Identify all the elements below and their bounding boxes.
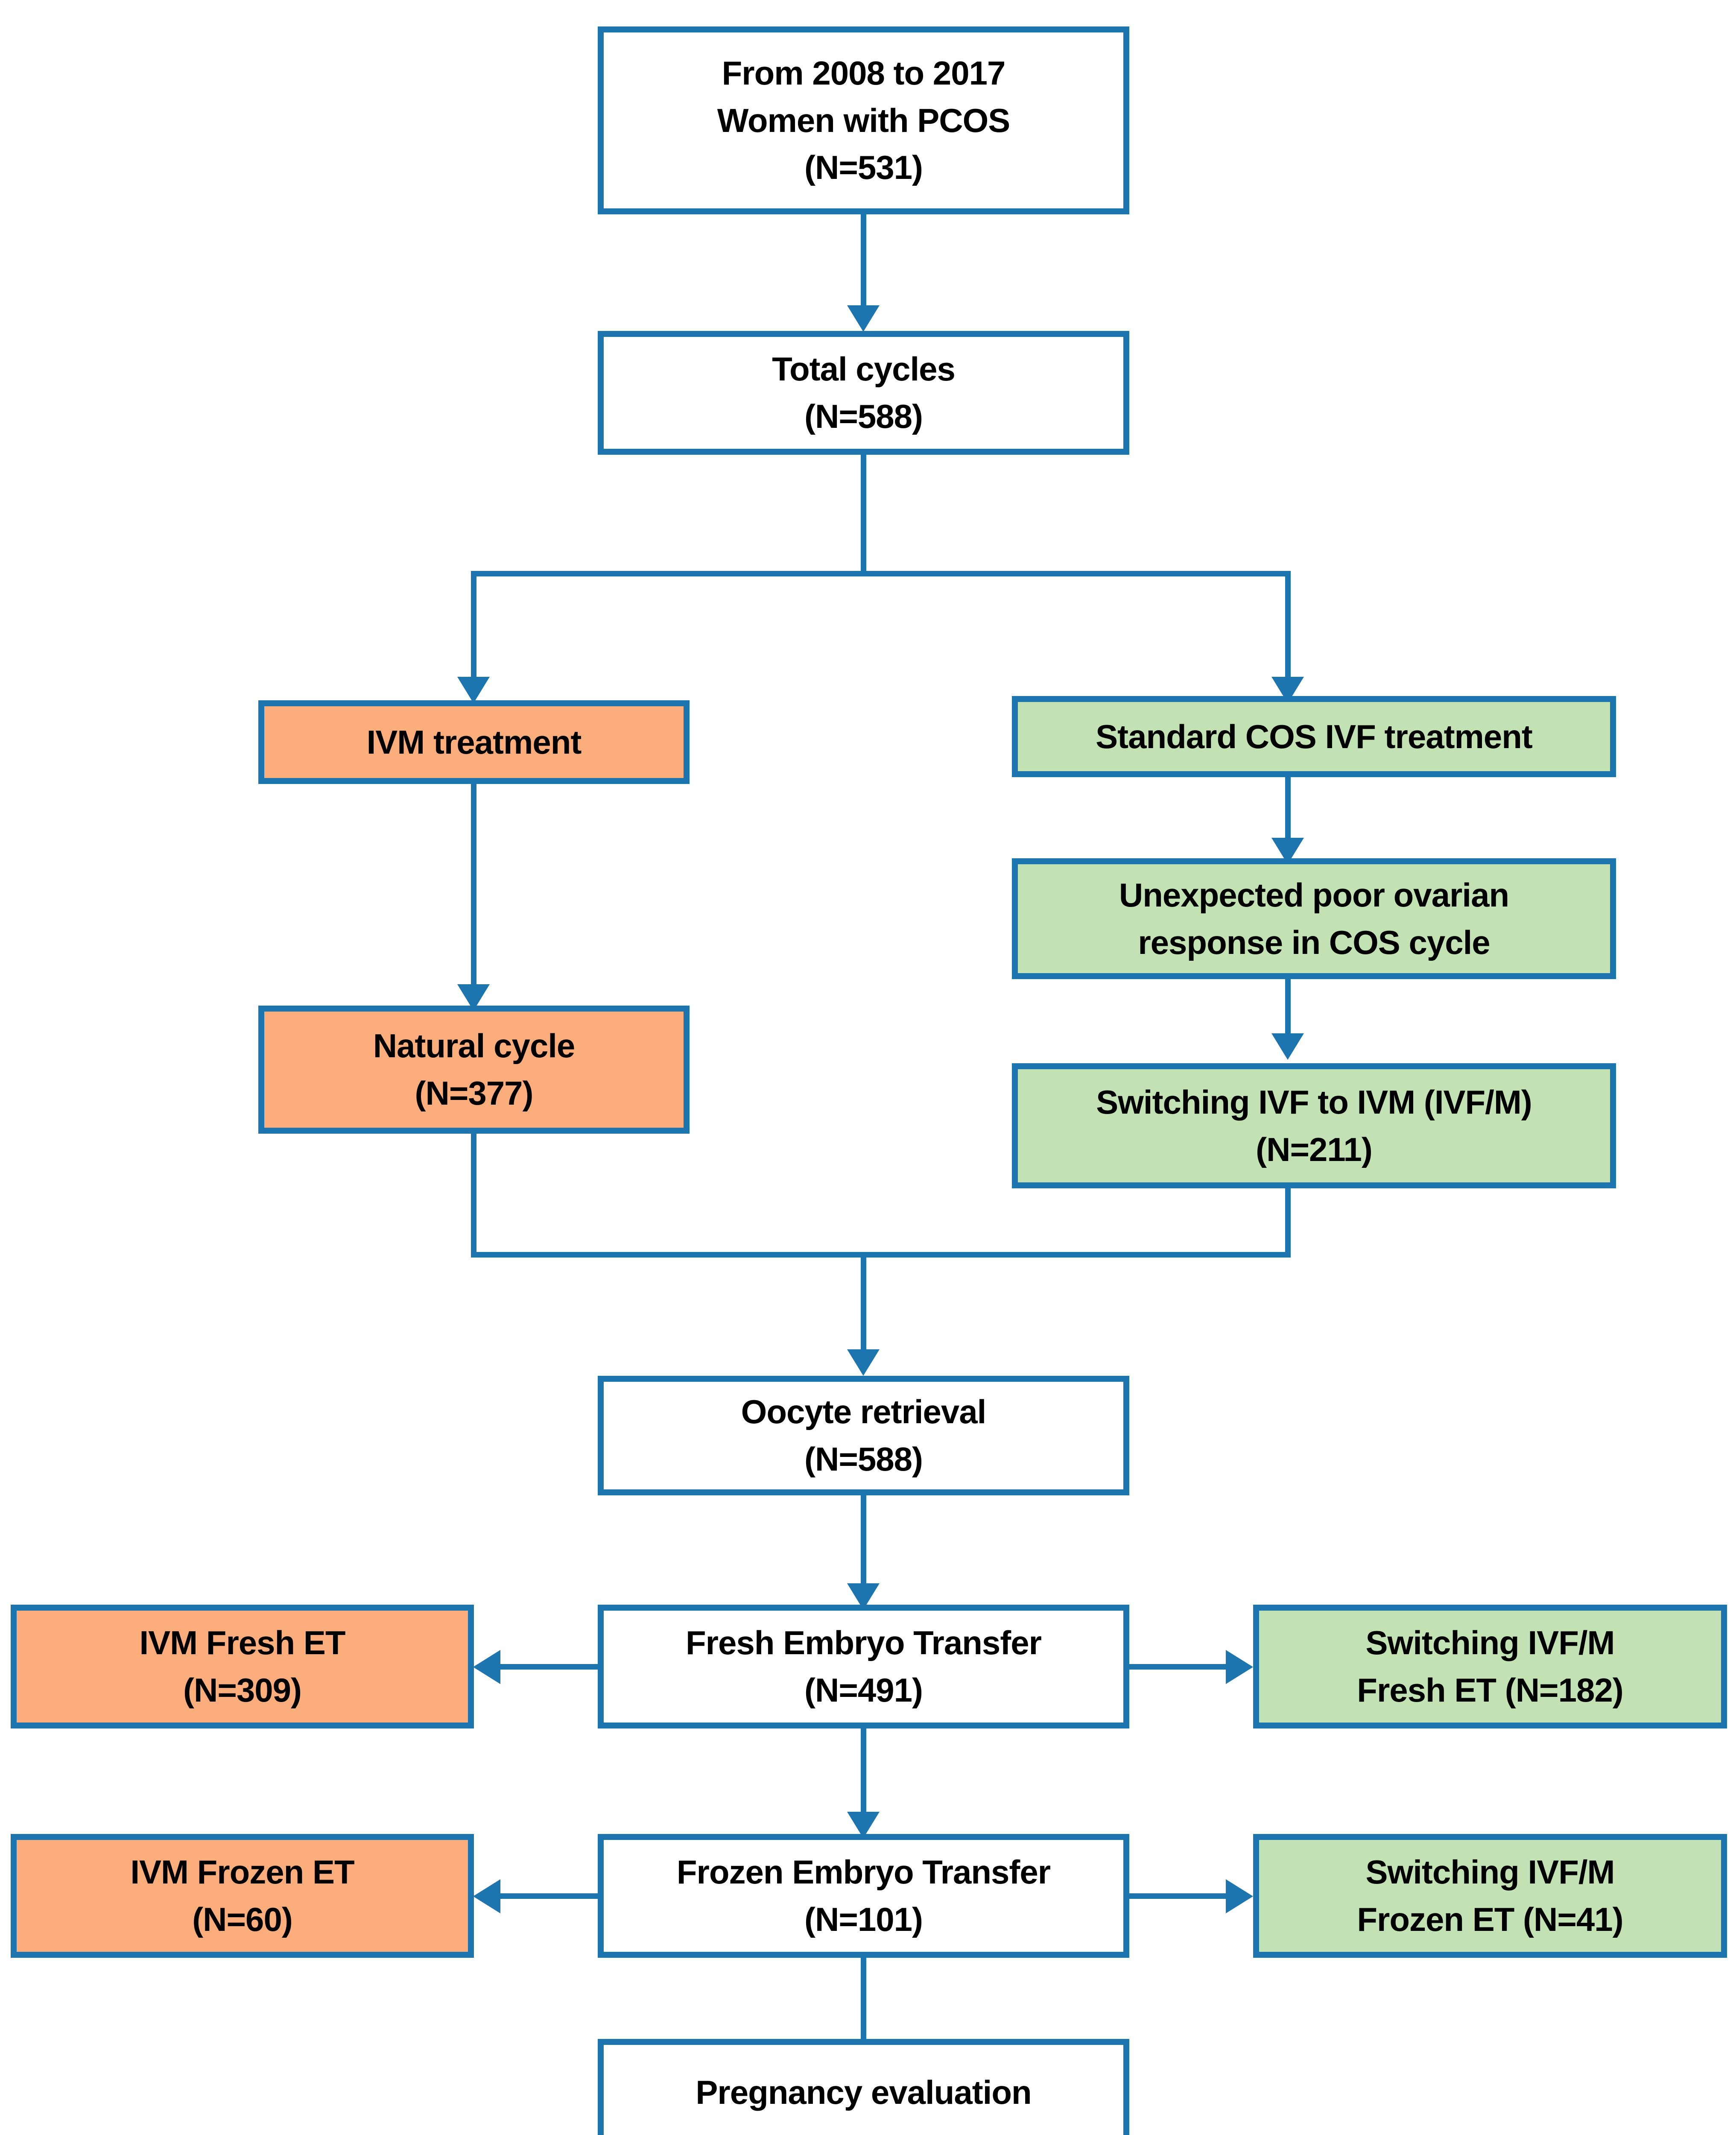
connector-cos-to-poor-response <box>1285 777 1291 849</box>
node-switching-ivf-to-ivm-line1: Switching IVF to IVM (IVF/M) <box>1096 1083 1532 1121</box>
connector-oocyte-to-fresh <box>861 1495 866 1594</box>
node-oocyte-retrieval[interactable]: Oocyte retrieval (N=588) <box>598 1376 1129 1495</box>
node-frozen-embryo-transfer-line2: (N=101) <box>804 1901 923 1938</box>
arrowhead-bus-to-ivm <box>457 677 490 703</box>
node-switching-fresh-et-line1: Switching IVF/M <box>1365 1624 1615 1662</box>
node-source-cohort-line3: (N=531) <box>804 149 923 187</box>
node-switching-frozen-et-line2: Frozen ET (N=41) <box>1357 1901 1623 1938</box>
arrowhead-bus-to-oocyte <box>847 1349 880 1376</box>
node-fresh-embryo-transfer-line2: (N=491) <box>804 1671 923 1709</box>
node-total-cycles-line1: Total cycles <box>772 350 956 388</box>
node-standard-cos-ivf-line1: Standard COS IVF treatment <box>1096 717 1533 755</box>
connector-source-to-total <box>861 214 866 315</box>
node-source-cohort-line2: Women with PCOS <box>717 101 1011 139</box>
node-oocyte-retrieval-line1: Oocyte retrieval <box>741 1393 987 1431</box>
connector-fresh-to-ivm-fresh <box>500 1664 599 1670</box>
arrowhead-frozen-to-ivm-frozen <box>473 1879 500 1913</box>
node-switching-fresh-et-line2: Fresh ET (N=182) <box>1357 1671 1623 1709</box>
node-standard-cos-ivf[interactable]: Standard COS IVF treatment <box>1012 696 1616 777</box>
arrowhead-fresh-to-frozen <box>847 1812 880 1838</box>
node-natural-cycle[interactable]: Natural cycle (N=377) <box>258 1006 690 1134</box>
connector-fresh-to-frozen <box>861 1728 866 1822</box>
node-natural-cycle-line1: Natural cycle <box>373 1027 576 1065</box>
node-total-cycles-line2: (N=588) <box>804 398 923 435</box>
node-total-cycles[interactable]: Total cycles (N=588) <box>598 331 1129 455</box>
node-natural-cycle-line2: (N=377) <box>415 1074 534 1112</box>
node-poor-ovarian-response[interactable]: Unexpected poor ovarian response in COS … <box>1012 858 1616 979</box>
node-ivm-treatment[interactable]: IVM treatment <box>258 700 690 784</box>
node-source-cohort[interactable]: From 2008 to 2017 Women with PCOS (N=531… <box>598 26 1129 214</box>
node-switching-ivf-to-ivm-line2: (N=211) <box>1256 1130 1373 1168</box>
arrowhead-frozen-to-switching-frozen <box>1226 1879 1253 1913</box>
node-ivm-frozen-et-line2: (N=60) <box>192 1901 293 1938</box>
connector-switching-down <box>1285 1188 1291 1258</box>
arrowhead-poor-response-to-switching <box>1271 1033 1304 1060</box>
arrowhead-fresh-to-switching-fresh <box>1226 1650 1253 1684</box>
node-ivm-fresh-et-line2: (N=309) <box>183 1671 302 1709</box>
connector-frozen-to-ivm-frozen <box>500 1893 599 1899</box>
node-fresh-embryo-transfer-line1: Fresh Embryo Transfer <box>686 1624 1042 1662</box>
connector-bus-to-cos <box>1285 571 1291 686</box>
connector-bus-to-oocyte <box>861 1252 866 1361</box>
node-ivm-frozen-et[interactable]: IVM Frozen ET (N=60) <box>11 1834 474 1958</box>
node-switching-frozen-et-line1: Switching IVF/M <box>1365 1853 1615 1891</box>
node-poor-ovarian-response-line1: Unexpected poor ovarian <box>1119 876 1509 914</box>
connector-bus-to-ivm <box>471 571 476 686</box>
node-frozen-embryo-transfer[interactable]: Frozen Embryo Transfer (N=101) <box>598 1834 1129 1958</box>
node-switching-frozen-et[interactable]: Switching IVF/M Frozen ET (N=41) <box>1253 1834 1727 1958</box>
connector-frozen-to-pregnancy <box>861 1958 866 2065</box>
node-pregnancy-evaluation[interactable]: Pregnancy evaluation <box>598 2039 1129 2135</box>
node-ivm-frozen-et-line1: IVM Frozen ET <box>130 1853 354 1891</box>
node-frozen-embryo-transfer-line1: Frozen Embryo Transfer <box>676 1853 1051 1891</box>
node-poor-ovarian-response-line2: response in COS cycle <box>1138 923 1490 961</box>
node-fresh-embryo-transfer[interactable]: Fresh Embryo Transfer (N=491) <box>598 1605 1129 1728</box>
connector-total-to-bus <box>861 455 866 573</box>
node-ivm-fresh-et-line1: IVM Fresh ET <box>139 1624 345 1662</box>
connector-fresh-to-switching-fresh <box>1128 1664 1227 1670</box>
connector-ivm-to-natural <box>471 784 476 995</box>
node-switching-ivf-to-ivm[interactable]: Switching IVF to IVM (IVF/M) (N=211) <box>1012 1063 1616 1188</box>
node-source-cohort-line1: From 2008 to 2017 <box>722 54 1006 92</box>
connector-split-bus <box>471 571 1291 576</box>
node-oocyte-retrieval-line2: (N=588) <box>804 1440 923 1478</box>
arrowhead-fresh-to-ivm-fresh <box>473 1650 500 1684</box>
node-ivm-fresh-et[interactable]: IVM Fresh ET (N=309) <box>11 1605 474 1728</box>
connector-merge-bus <box>471 1252 1291 1258</box>
node-switching-fresh-et[interactable]: Switching IVF/M Fresh ET (N=182) <box>1253 1605 1727 1728</box>
connector-natural-down <box>471 1134 476 1258</box>
node-ivm-treatment-line1: IVM treatment <box>366 723 582 761</box>
connector-frozen-to-switching-frozen <box>1128 1893 1227 1899</box>
arrowhead-source-to-total <box>847 305 880 332</box>
node-pregnancy-evaluation-line1: Pregnancy evaluation <box>696 2073 1032 2111</box>
